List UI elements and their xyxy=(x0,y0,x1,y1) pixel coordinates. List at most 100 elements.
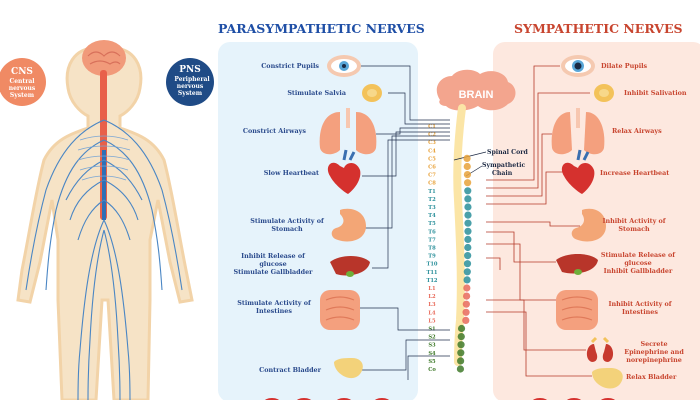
para-label-intestines-1: Stimulate Activity of xyxy=(237,299,312,307)
chain-bead-t11 xyxy=(463,268,471,276)
liver-icon xyxy=(330,256,370,277)
central-brain: BRAIN xyxy=(436,69,516,111)
symp-label-secrete-2: Epinephrine and xyxy=(624,348,684,356)
para-label-salvia: Stimulate Salvia xyxy=(287,89,346,97)
chain-bead-s3 xyxy=(457,341,465,349)
intestines-icon xyxy=(556,290,598,330)
salivary-gland-icon xyxy=(594,84,614,102)
vertebra-label-co: Co xyxy=(428,367,436,373)
symp-label-intestines-2: Intestines xyxy=(622,308,658,316)
chain-bead-c8 xyxy=(464,179,472,187)
chain-bead-s1 xyxy=(457,324,466,333)
chain-bead-l4 xyxy=(462,308,470,316)
chain-bead-t12 xyxy=(463,276,471,284)
vertebra-label-c7: C7 xyxy=(428,173,436,179)
vertebra-label-s1: S1 xyxy=(428,327,436,333)
vertebra-label-l4: L4 xyxy=(428,310,436,316)
sympathetic-chain-label-2: Chain xyxy=(492,170,513,177)
bladder-icon xyxy=(592,368,623,389)
vertebra-label-l1: L1 xyxy=(428,286,436,292)
para-label-intestines-2: Intestines xyxy=(256,307,292,315)
symp-label-glucose-3: Inhibit Gallbladder xyxy=(604,267,673,275)
chain-bead-c5 xyxy=(463,154,471,162)
chain-bead-t9 xyxy=(464,252,472,260)
symp-label-secrete-1: Secrete xyxy=(640,340,667,348)
parasympathetic-labels: Constrict Pupils Stimulate Salvia Constr… xyxy=(233,62,346,374)
para-label-glucose-2: glucose xyxy=(259,260,286,268)
para-label-heartbeat: Slow Heartbeat xyxy=(264,169,319,177)
vertebra-label-t5: T5 xyxy=(428,221,436,227)
chain-bead-t7 xyxy=(464,235,472,243)
vertebra-label-t4: T4 xyxy=(428,213,436,219)
human-body-figure xyxy=(16,40,194,400)
symp-label-bladder: Relax Bladder xyxy=(626,373,677,381)
vertebra-label-t2: T2 xyxy=(428,197,436,203)
chain-bead-l3 xyxy=(462,300,470,308)
vertebra-label-t6: T6 xyxy=(428,229,436,235)
chain-bead-t4 xyxy=(464,211,472,219)
pns-line-2: nervous xyxy=(177,83,204,90)
vertebra-label-s5: S5 xyxy=(428,359,436,365)
heart-icon xyxy=(561,149,595,194)
symp-label-stomach-1: Inhibit Activity of xyxy=(602,217,666,225)
symp-label-glucose-2: glucose xyxy=(624,259,651,267)
para-label-stomach-1: Stimulate Activity of xyxy=(250,217,325,225)
vertebra-label-c6: C6 xyxy=(428,165,436,171)
symp-label-pupils: Dilate Pupils xyxy=(601,62,648,70)
vertebra-label-c4: C4 xyxy=(428,148,436,154)
chain-bead-co xyxy=(456,365,465,373)
cns-line-3: System xyxy=(10,92,35,99)
vertebra-label-c8: C8 xyxy=(428,181,436,187)
vertebra-label-t8: T8 xyxy=(428,246,436,252)
cns-line-2: nervous xyxy=(9,85,36,92)
chain-bead-c6 xyxy=(463,162,471,171)
sympathetic-connections xyxy=(486,65,592,377)
symp-label-secrete-3: norepinephrine xyxy=(626,356,682,364)
cns-line-1: Central xyxy=(9,78,35,85)
chain-bead-s5 xyxy=(457,357,465,365)
vertebrae-labels: C1C2C3C4C5C6C7C8T1T2T3T4T5T6T7T8T9T10T11… xyxy=(426,124,437,373)
parasympathetic-header: PARASYMPATHETIC NERVES xyxy=(218,21,425,36)
spinal-column xyxy=(453,104,466,366)
vertebra-label-s2: S2 xyxy=(428,335,436,341)
sympathetic-labels: Dilate Pupils Inhibit Salivation Relax A… xyxy=(600,62,687,381)
para-label-pupils: Constrict Pupils xyxy=(261,62,319,70)
para-label-airways: Constrict Airways xyxy=(243,127,307,135)
brain-in-head xyxy=(82,40,126,76)
para-organs xyxy=(319,55,382,379)
symp-label-glucose-1: Stimulate Release of xyxy=(601,251,676,259)
symp-label-intestines-1: Inhibit Activity of xyxy=(608,300,672,308)
chain-bead-l2 xyxy=(463,292,471,300)
vertebra-label-c5: C5 xyxy=(428,156,436,162)
lungs-icon xyxy=(551,108,605,155)
bladder-icon xyxy=(334,358,363,379)
vertebra-label-s4: S4 xyxy=(428,351,436,357)
vertebra-label-t10: T10 xyxy=(426,262,437,268)
chain-bead-t5 xyxy=(464,219,472,227)
kidney-icon xyxy=(586,336,614,362)
parasympathetic-connections xyxy=(356,65,450,380)
sympathetic-header: SYMPATHETIC NERVES xyxy=(514,21,683,36)
para-label-glucose-3: Stimulate Gallbladder xyxy=(233,268,313,276)
vertebra-label-s3: S3 xyxy=(428,343,436,349)
brain-label: BRAIN xyxy=(459,89,494,101)
vertebra-label-t12: T12 xyxy=(426,278,437,284)
chain-bead-t1 xyxy=(464,187,472,195)
vertebra-label-t11: T11 xyxy=(426,270,437,276)
chain-bead-t2 xyxy=(464,195,472,203)
eye-icon xyxy=(561,55,595,77)
pns-abbr: PNS xyxy=(179,65,201,75)
salivary-gland-icon xyxy=(362,84,382,102)
chain-bead-t3 xyxy=(464,203,472,211)
vertebra-label-t1: T1 xyxy=(428,189,436,195)
spinal-cord-label: Spinal Cord xyxy=(487,149,528,156)
symp-label-stomach-2: Stomach xyxy=(618,225,650,233)
vertebra-label-l5: L5 xyxy=(428,318,436,324)
chain-bead-l1 xyxy=(463,284,471,292)
symp-organs xyxy=(551,55,623,389)
eye-icon xyxy=(327,55,361,77)
vertebra-label-c3: C3 xyxy=(428,140,436,146)
cns-abbr: CNS xyxy=(11,67,33,77)
vertebra-label-l2: L2 xyxy=(428,294,436,300)
liver-icon xyxy=(556,254,598,275)
